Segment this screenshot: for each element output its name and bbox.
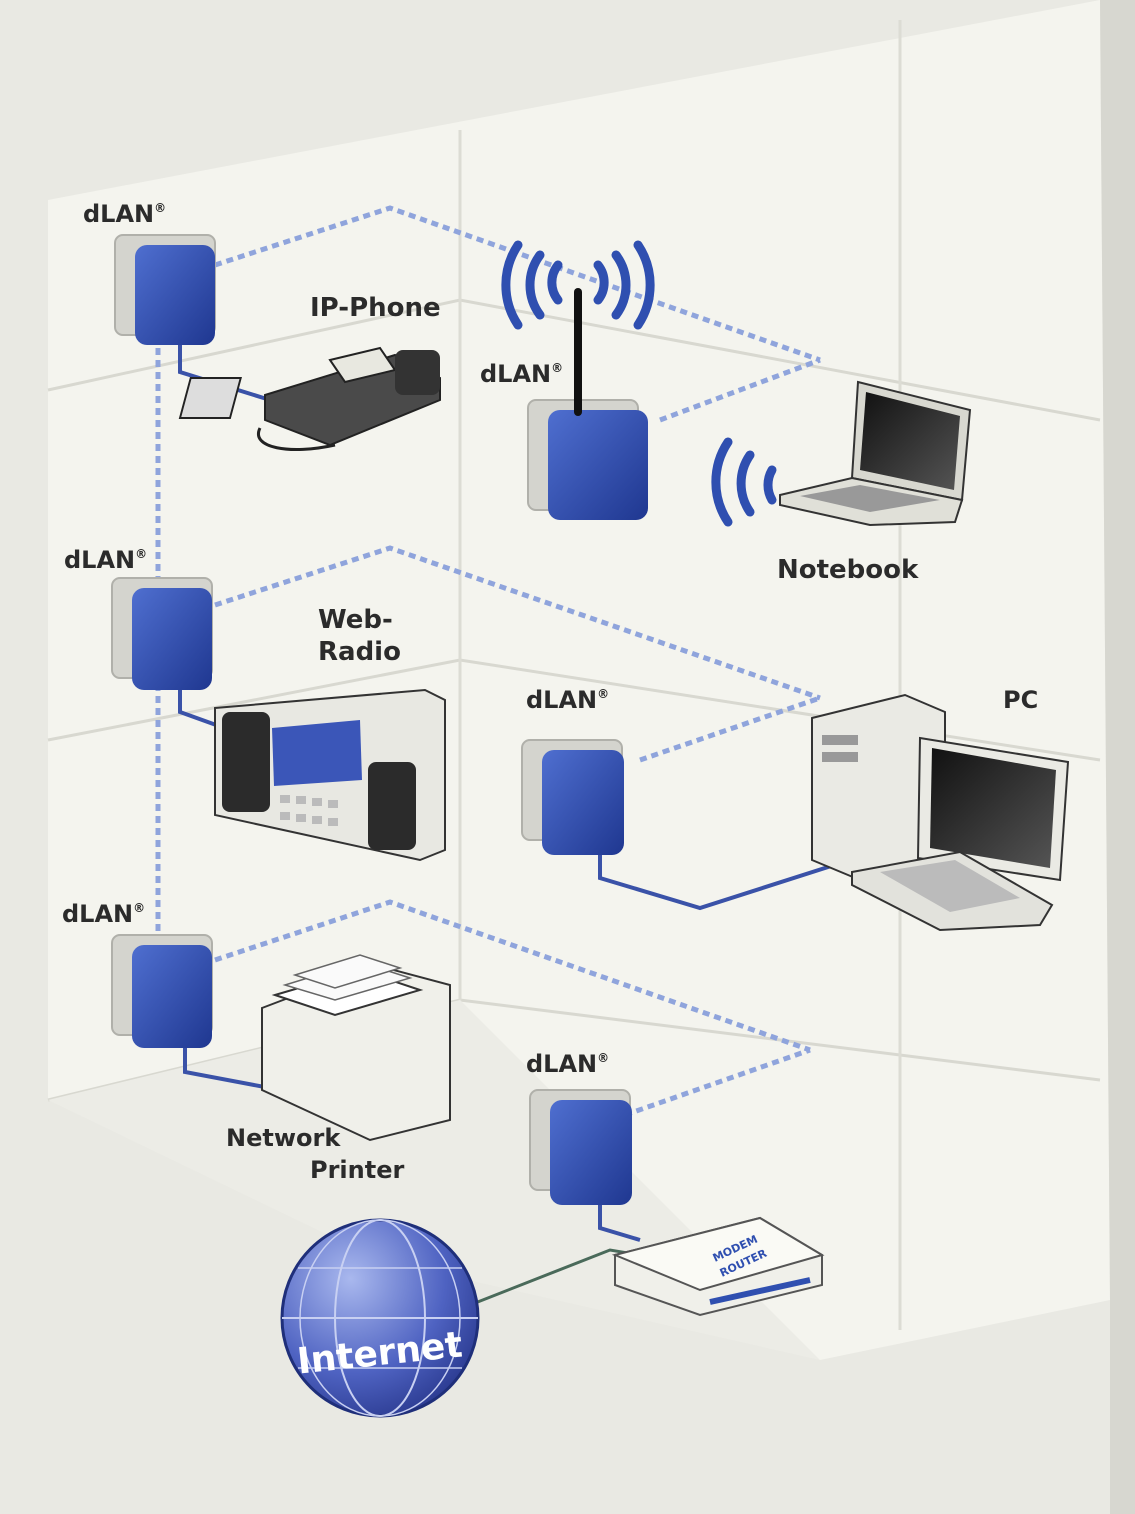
cable-phone (178, 345, 271, 402)
ip-phone-label: IP-Phone (310, 293, 441, 323)
notebook-label: Notebook (777, 555, 919, 585)
notebook-icon (779, 380, 972, 527)
web-radio-label-line1: Web- (318, 605, 393, 635)
powerline-wlan (659, 357, 821, 423)
internet-globe-icon: Internet (280, 1218, 480, 1418)
web-radio-icon (214, 688, 446, 862)
network-printer-icon (261, 954, 451, 1142)
dlan-label-wireless: dLAN® (480, 360, 563, 388)
powerline-floor-1 (214, 205, 821, 363)
dlan-adapter-wireless (527, 288, 648, 520)
web-radio-label-line2: Radio (318, 637, 401, 667)
pc-label: PC (1003, 686, 1038, 714)
dlan-label-pc: dLAN® (526, 686, 609, 714)
powerline-floor-3 (214, 899, 811, 1053)
dlan-label-printer: dLAN® (62, 900, 145, 928)
notebook-wifi-icon (711, 437, 777, 527)
network-printer-label-line2: Printer (310, 1156, 404, 1184)
dlan-label-radio: dLAN® (64, 546, 147, 574)
wifi-waves-icon (501, 240, 655, 330)
cable-printer (183, 1048, 271, 1090)
dlan-adapter-printer (111, 934, 213, 1048)
network-printer-label-line1: Network (226, 1124, 341, 1152)
dlan-adapter-phone (114, 234, 216, 345)
adapter-icon (132, 588, 212, 690)
adapter-icon (132, 945, 212, 1048)
cable-radio (178, 690, 231, 732)
adapter-icon (542, 750, 624, 855)
modem-router-icon: MODEM ROUTER (611, 1216, 825, 1317)
dlan-label-phone: dLAN® (83, 200, 166, 228)
powerline-floor-2 (214, 545, 821, 701)
adapter-icon (548, 410, 648, 520)
pc-icon (811, 693, 1070, 932)
dlan-adapter-radio (111, 577, 213, 690)
cable-pc (598, 855, 851, 911)
powerline-router (624, 1047, 811, 1118)
adapter-icon (550, 1100, 632, 1205)
cable-router (598, 1205, 641, 1242)
adapter-icon (135, 245, 215, 345)
ethernet-cables (178, 345, 851, 1307)
dlan-label-router: dLAN® (526, 1050, 609, 1078)
dlan-adapter-router (529, 1089, 632, 1205)
labels: dLAN® IP-Phone dLAN® Notebook dLAN® Web-… (62, 200, 1038, 1184)
dlan-adapter-pc (521, 739, 624, 855)
ip-phone-icon (178, 346, 441, 451)
powerline-pc (639, 695, 821, 763)
